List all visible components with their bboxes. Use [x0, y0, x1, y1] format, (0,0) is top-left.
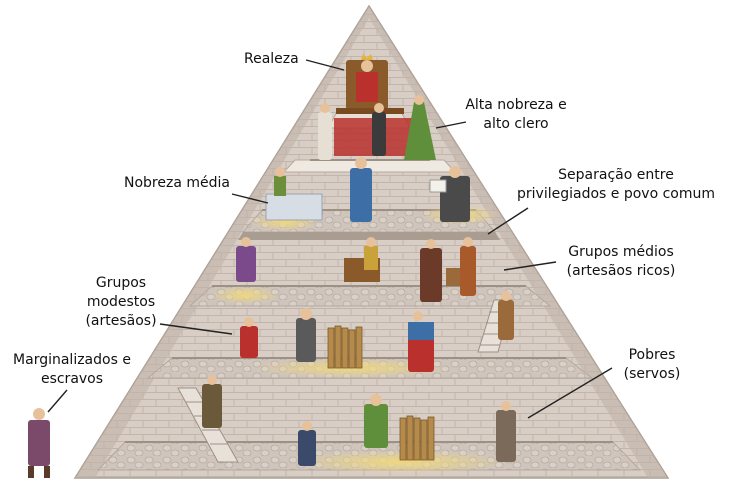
label-grupos-medios-line2: (artesãos ricos) [566, 263, 676, 279]
label-pobres-line1: Pobres [628, 347, 676, 363]
label-grupos-medios-line1: Grupos médios [568, 244, 674, 260]
label-grupos-modestos-line2: modestos [86, 294, 156, 310]
label-grupos-modestos-line1: Grupos [95, 275, 147, 291]
label-grupos-medios: Grupos médios (artesãos ricos) [556, 243, 686, 281]
figures [28, 54, 516, 478]
label-alta-nobreza-line2: alto clero [483, 116, 549, 132]
marginalized-figure [28, 408, 50, 478]
label-alta-nobreza-line1: Alta nobreza e [465, 97, 567, 113]
label-separacao: Separação entre privilegiados e povo com… [508, 166, 724, 204]
label-marginalizados: Marginalizados e escravos [8, 351, 136, 389]
label-realeza: Realeza [244, 51, 299, 67]
label-marginalizados-line2: escravos [40, 371, 104, 387]
label-separacao-line1: Separação entre [558, 167, 674, 183]
label-marginalizados-line1: Marginalizados e [13, 352, 131, 368]
label-pobres: Pobres (servos) [612, 346, 692, 384]
king-figure [336, 54, 404, 114]
label-pobres-line2: (servos) [623, 366, 681, 382]
middle-nobility-figures [265, 157, 470, 222]
poor-figures [202, 375, 516, 466]
label-grupos-modestos: Grupos modestos (artesãos) [76, 274, 166, 331]
label-grupos-modestos-line3: (artesãos) [85, 313, 157, 329]
label-alta-nobreza: Alta nobreza e alto clero [456, 96, 576, 134]
label-nobreza-media: Nobreza média [124, 175, 230, 191]
leader-lines [47, 59, 613, 419]
label-separacao-line2: privilegiados e povo comum [517, 186, 715, 202]
modest-groups-figures [240, 291, 514, 372]
high-nobility-figures [318, 95, 436, 160]
middle-groups-figures [236, 237, 476, 302]
